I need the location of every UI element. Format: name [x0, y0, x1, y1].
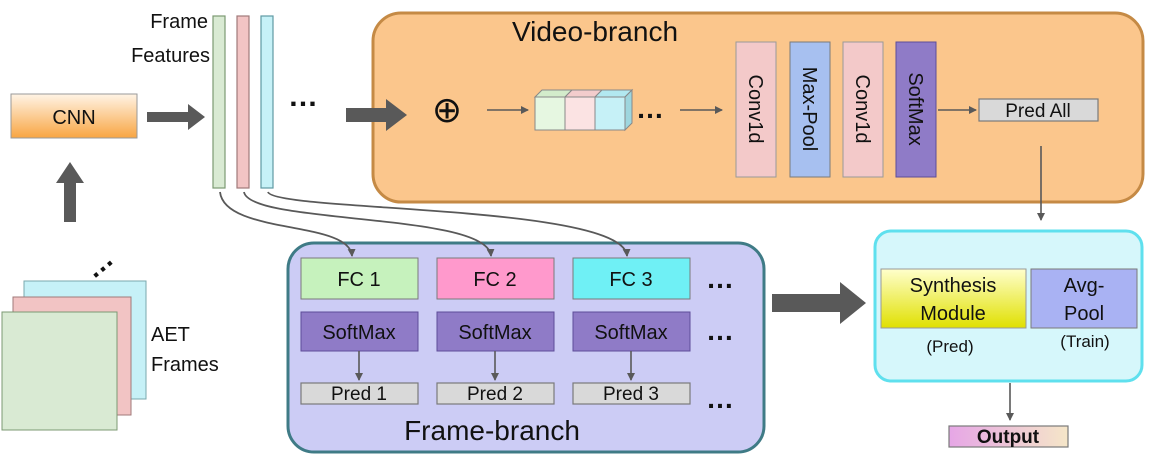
pred1-label: Pred 1	[331, 384, 387, 405]
aet-frames-ellipsis: …	[78, 243, 119, 285]
aet-frames-label-line1: AET	[151, 324, 190, 346]
frame-branch-title: Frame-branch	[404, 415, 580, 446]
feature-cubes	[533, 88, 634, 132]
cubes-ellipsis: …	[636, 93, 664, 124]
frame-branch-to-synthesis-arrow	[772, 282, 866, 324]
softmax3-label: SoftMax	[594, 322, 667, 344]
features-to-video-arrow	[346, 99, 407, 131]
synthesis-module-label-line2: Module	[920, 303, 986, 325]
frame-features-label-line1: Frame	[150, 11, 208, 33]
avg-pool-box	[1030, 268, 1138, 329]
cnn-box	[10, 93, 138, 139]
pred3-label: Pred 3	[603, 384, 659, 405]
softmax2-box	[436, 311, 555, 352]
pred2-label: Pred 2	[467, 384, 523, 405]
softmax2-label: SoftMax	[458, 322, 531, 344]
softmax-video-box	[895, 41, 937, 178]
output-label: Output	[977, 427, 1040, 448]
avg-pool-label-line2: Pool	[1064, 303, 1104, 325]
conv1d-label-2: Conv1d	[851, 75, 873, 144]
avg-pool-note: (Train)	[1060, 332, 1109, 351]
softmax3-box	[572, 311, 691, 352]
aet-frame-front	[1, 311, 118, 431]
fc1-label: FC 1	[337, 269, 380, 291]
feature-to-fc3-connector	[267, 191, 631, 257]
conv1d-label-1: Conv1d	[744, 75, 766, 144]
frame-feature-bar-cyan	[260, 15, 274, 189]
pred3-box	[572, 382, 691, 405]
frame-feature-bar-pink	[236, 15, 250, 189]
fc3-label: FC 3	[609, 269, 652, 291]
fc-row-ellipsis: …	[706, 263, 734, 294]
conv1d-box-1	[735, 41, 777, 178]
max-pool-box	[789, 41, 831, 178]
fc2-label: FC 2	[473, 269, 516, 291]
pred2-box	[436, 382, 555, 405]
synthesis-module-note: (Pred)	[926, 337, 973, 356]
fc3-box	[572, 257, 691, 300]
softmax1-label: SoftMax	[322, 322, 395, 344]
feature-to-fc1-connector	[219, 191, 356, 257]
synthesis-module-label-line1: Synthesis	[910, 275, 997, 297]
fc2-box	[436, 257, 555, 300]
softmax1-box	[300, 311, 419, 352]
cnn-label: CNN	[52, 107, 95, 129]
pred-all-box	[978, 98, 1099, 122]
pred-all-label: Pred All	[1005, 101, 1070, 122]
softmax-video-label: SoftMax	[904, 72, 926, 145]
softmax-row-ellipsis: …	[706, 315, 734, 346]
aet-frames-label-line2: Frames	[151, 354, 219, 376]
frame-feature-bar-green	[212, 15, 226, 189]
conv1d-box-2	[842, 41, 884, 178]
frame-features-ellipsis: …	[288, 80, 318, 113]
frames-to-cnn-arrow	[56, 162, 84, 222]
avg-pool-label-line1: Avg-	[1064, 275, 1105, 297]
output-box	[948, 425, 1069, 448]
max-pool-label: Max-Pool	[798, 67, 820, 151]
video-branch-title: Video-branch	[512, 16, 678, 47]
cnn-to-features-arrow	[147, 104, 205, 130]
frame-features-label-line2: Features	[131, 45, 210, 67]
fc1-box	[300, 257, 419, 300]
pred-row-ellipsis: …	[706, 383, 734, 414]
synthesis-module-box	[880, 268, 1027, 329]
feature-to-fc2-connector	[243, 191, 495, 257]
concat-plus-symbol: ⊕	[432, 89, 462, 130]
pred1-box	[300, 382, 419, 405]
